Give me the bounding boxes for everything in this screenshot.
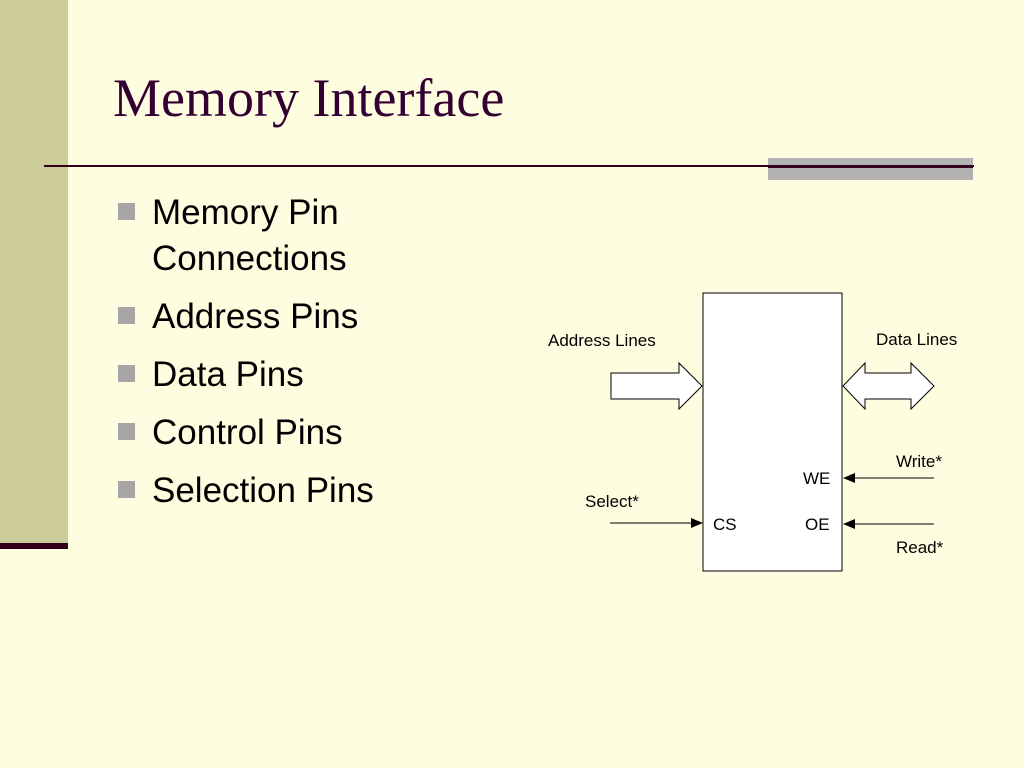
address-lines-label: Address Lines — [548, 331, 656, 350]
left-stripe-divider — [0, 543, 68, 549]
we-pin-label: WE — [803, 469, 830, 488]
data-lines-label: Data Lines — [876, 330, 957, 349]
cs-pin-label: CS — [713, 515, 737, 534]
title-rule — [44, 165, 974, 167]
bullet-item: Address Pins — [116, 294, 416, 340]
write-label: Write* — [896, 452, 942, 471]
bullet-text: Memory Pin Connections — [152, 193, 347, 278]
left-decorative-stripe — [0, 0, 68, 546]
memory-chip-block — [702, 292, 843, 572]
bullet-text: Address Pins — [152, 297, 359, 336]
oe-pin-label: OE — [805, 515, 830, 534]
bullet-item: Selection Pins — [116, 468, 416, 514]
bullet-item: Memory Pin Connections — [116, 190, 416, 282]
title-rule-accent-line — [768, 165, 973, 168]
bullet-text: Data Pins — [152, 355, 304, 394]
square-bullet-icon — [118, 307, 135, 324]
bullet-list: Memory Pin Connections Address Pins Data… — [116, 190, 416, 526]
read-label: Read* — [896, 538, 944, 557]
square-bullet-icon — [118, 481, 135, 498]
slide-title: Memory Interface — [113, 68, 505, 128]
bullet-text: Control Pins — [152, 413, 343, 452]
bullet-item: Data Pins — [116, 352, 416, 398]
address-lines-arrow — [610, 361, 703, 411]
data-lines-bidirectional-arrow — [842, 361, 935, 411]
bullet-item: Control Pins — [116, 410, 416, 456]
square-bullet-icon — [118, 203, 135, 220]
bullet-text: Selection Pins — [152, 471, 374, 510]
square-bullet-icon — [118, 365, 135, 382]
select-label: Select* — [585, 492, 639, 511]
title-rule-accent — [768, 158, 973, 180]
square-bullet-icon — [118, 423, 135, 440]
